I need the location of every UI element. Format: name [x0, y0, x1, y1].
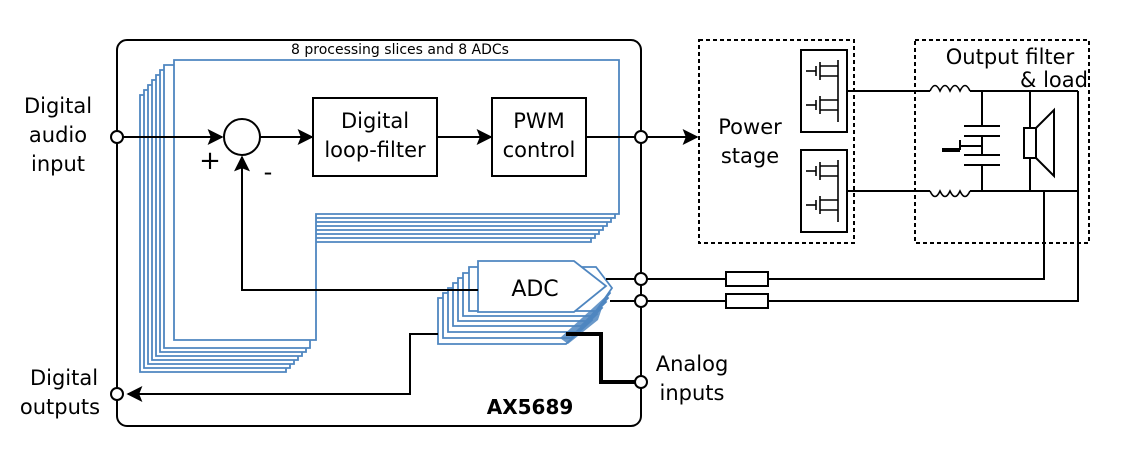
loop-filter-block: [312, 97, 438, 177]
power-stage-label-line2: stage: [721, 144, 779, 168]
bottom-transistor-pair: [800, 149, 848, 233]
sense-wire-top: [768, 191, 1045, 280]
adc-stack: [437, 260, 614, 345]
summing-junction: [223, 118, 261, 156]
summing-minus: -: [264, 158, 273, 186]
digital-audio-input-terminal: [110, 130, 124, 144]
chip-name: AX5689: [487, 395, 574, 419]
filter-capacitors: [942, 91, 1000, 191]
sense-terminal-bottom: [634, 294, 648, 308]
power-stage-label-line1: Power: [718, 115, 782, 139]
speaker-icon: [1023, 91, 1055, 191]
power-stage-box: [698, 39, 855, 244]
pwm-output-terminal: [634, 130, 648, 144]
chip-outline: [116, 39, 642, 427]
analog-input-bus: [566, 332, 635, 384]
adc-label: ADC: [511, 277, 558, 302]
analog-inputs-terminal: [634, 375, 648, 389]
top-transistor-pair: [800, 49, 848, 133]
analog-inputs-label-line1: Analog: [656, 352, 729, 376]
svg-text:audio: audio: [29, 123, 87, 147]
digital-audio-input-label: Digital audio input: [24, 94, 92, 176]
sense-resistor-top: [725, 271, 769, 287]
digital-outputs-terminal: [110, 387, 124, 401]
digital-output-wire: [126, 333, 438, 402]
feedback-wire: [234, 155, 478, 291]
output-filter-label-line1: Output filter: [946, 45, 1075, 69]
sense-resistor-bottom: [725, 293, 769, 309]
pwm-label-line1: PWM: [513, 109, 565, 133]
sense-wire-bottom: [768, 91, 1079, 302]
bottom-inductor: [847, 189, 1078, 198]
pwm-label-line2: control: [503, 138, 576, 162]
output-filter-box: [914, 39, 1090, 244]
digital-outputs-label-line2: outputs: [20, 395, 100, 419]
analog-inputs-label-line2: inputs: [660, 381, 725, 405]
output-filter-label-line2: & load: [1020, 68, 1088, 92]
top-inductor: [847, 84, 1078, 93]
svg-text:Digital: Digital: [24, 94, 92, 118]
svg-text:input: input: [31, 152, 85, 176]
adc-block: [477, 260, 608, 313]
loop-filter-label-line1: Digital: [341, 109, 409, 133]
slices-caption: 8 processing slices and 8 ADCs: [291, 42, 509, 58]
summing-plus: +: [199, 146, 221, 176]
digital-outputs-label-line1: Digital: [30, 366, 98, 390]
loop-filter-label-line2: loop-filter: [324, 138, 426, 162]
sense-terminal-top: [634, 272, 648, 286]
